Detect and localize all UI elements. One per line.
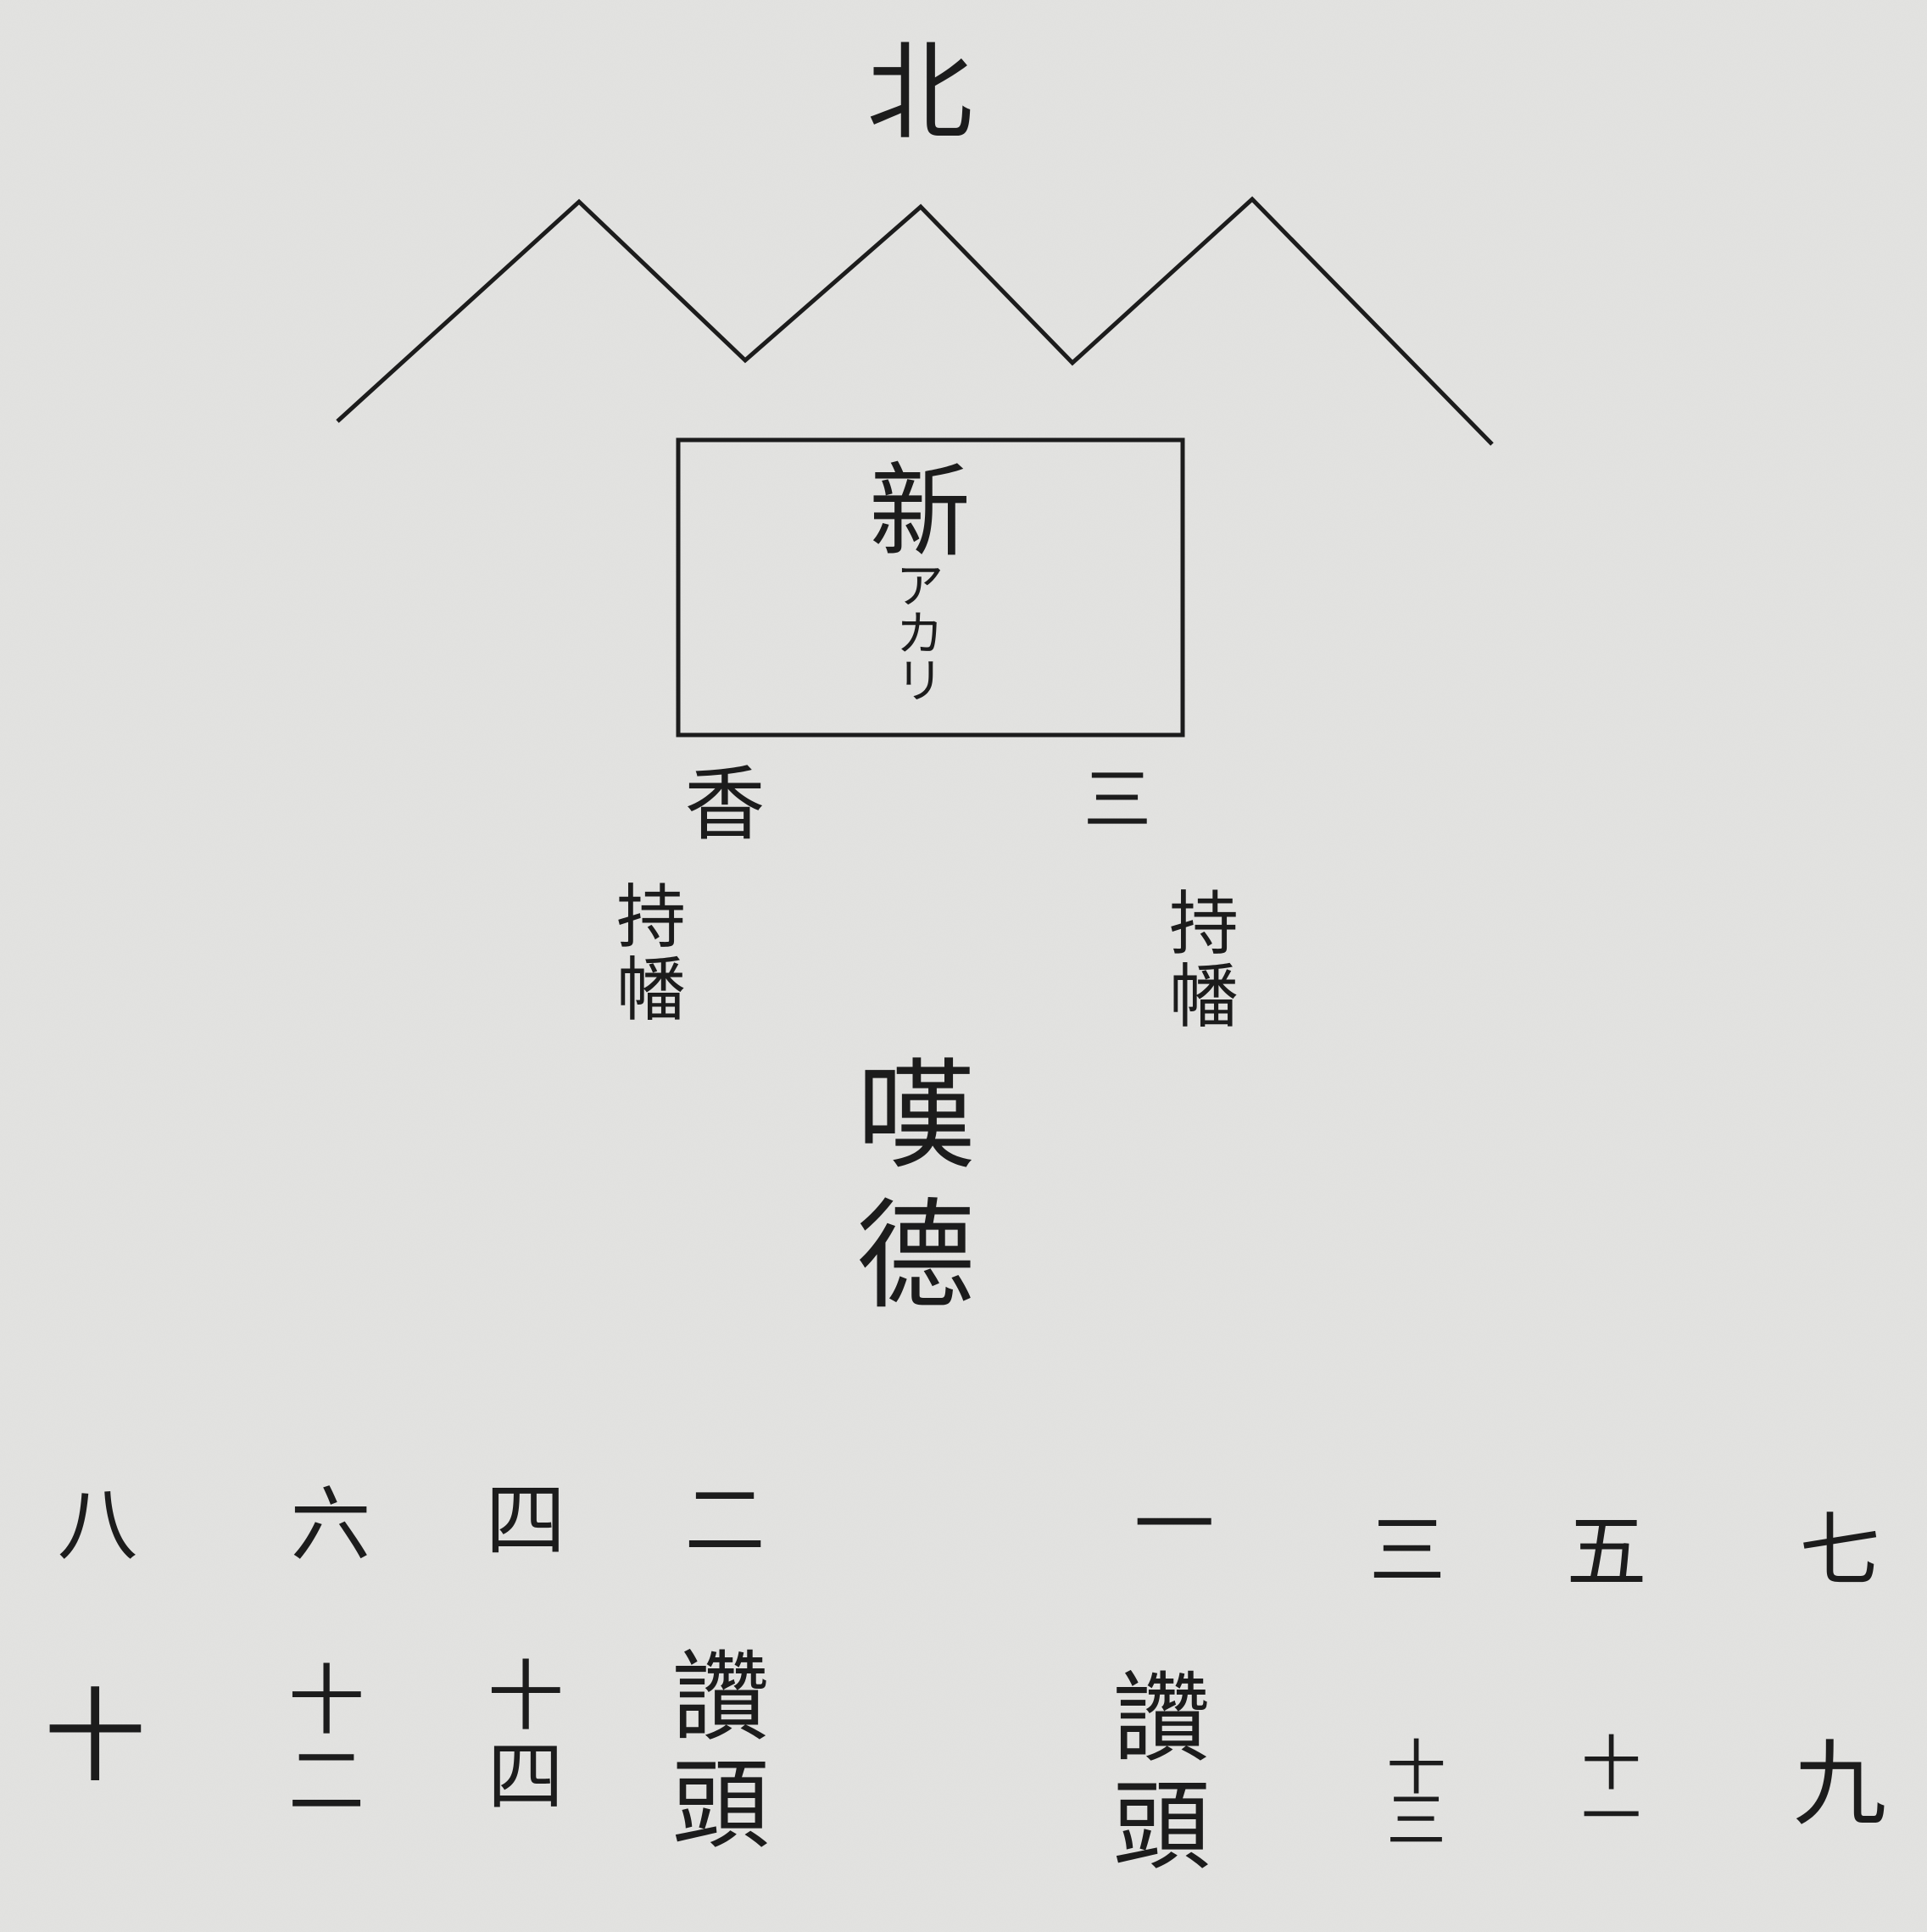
seat-9: 九 [1793, 1730, 1886, 1839]
seat-4: 四 [485, 1474, 566, 1568]
seat-14-char-2: 四 [487, 1732, 564, 1822]
seat-3: 三 [1369, 1506, 1445, 1595]
seat-10: 十 [44, 1679, 146, 1796]
seat-5: 五 [1566, 1506, 1647, 1600]
banner-bearer-left: 持 幡 [615, 877, 687, 1032]
banner-left-char-2: 幡 [615, 950, 687, 1032]
altar-kana-2: カ [896, 607, 944, 662]
lead-right-char-2: 頭 [1112, 1769, 1211, 1884]
praise-char-2: 德 [855, 1188, 976, 1327]
altar-label-main: 新 [869, 454, 971, 571]
seat-14: 十 四 [487, 1652, 564, 1822]
praise-char-1: 嘆 [855, 1048, 976, 1186]
altar-kana-3: リ [896, 654, 944, 710]
banner-bearer-right: 持 幡 [1169, 888, 1239, 1034]
praise-label: 嘆 德 [856, 1047, 975, 1327]
seat-8: 八 [57, 1478, 138, 1573]
seat-1: 一 [1133, 1478, 1215, 1573]
seat-14-char-1: 十 [487, 1652, 564, 1741]
seat-11: 十一 [1572, 1732, 1641, 1837]
seat-12-char-1: 十 [288, 1656, 365, 1745]
lead-right-char-1: 讚 [1112, 1662, 1211, 1776]
altar-label-kana: ア カ リ [896, 564, 944, 706]
three-label: 三 [1083, 760, 1151, 839]
seat-13: 十三 [1377, 1736, 1446, 1841]
north-label: 北 [866, 31, 973, 155]
seat-6: 六 [290, 1478, 371, 1573]
lead-cantor-right: 讚 頭 [1112, 1666, 1210, 1880]
banner-left-char-1: 持 [615, 877, 687, 958]
seat-12-char-2: 二 [288, 1736, 365, 1826]
incense-label: 香 [684, 758, 766, 852]
lead-left-char-1: 讚 [671, 1641, 770, 1755]
banner-right-char-2: 幡 [1168, 957, 1239, 1038]
seat-12: 十 二 [288, 1656, 365, 1826]
seat-2: 二 [684, 1474, 766, 1568]
seat-7: 七 [1799, 1504, 1880, 1598]
banner-right-char-1: 持 [1168, 884, 1239, 965]
altar-kana-1: ア [896, 560, 944, 615]
lead-cantor-left: 讚 頭 [671, 1645, 769, 1859]
lead-left-char-2: 頭 [671, 1748, 770, 1862]
